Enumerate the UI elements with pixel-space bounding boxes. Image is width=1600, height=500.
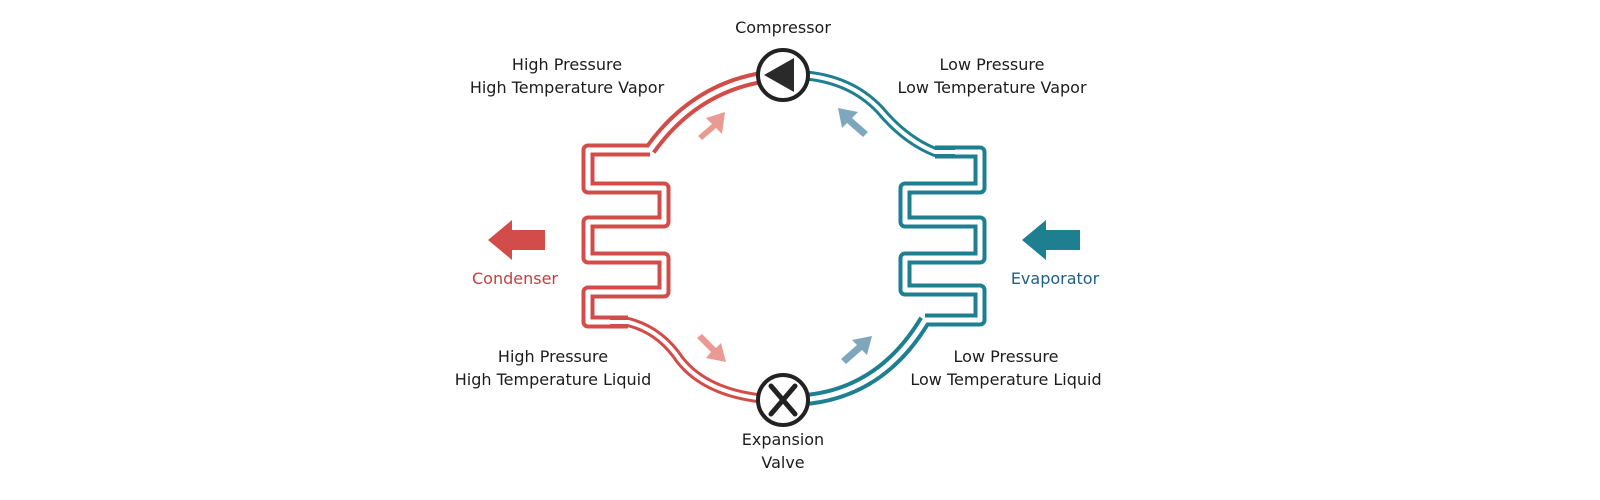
cold-liquid-line bbox=[799, 316, 931, 407]
condenser-side-piping bbox=[581, 68, 784, 405]
heat-in-arrow-icon bbox=[1022, 220, 1080, 260]
compressor-label: Compressor bbox=[735, 18, 831, 37]
expansion-valve-label-line2: Valve bbox=[761, 453, 804, 472]
top-right-state-line1: Low Pressure bbox=[940, 55, 1045, 74]
evaporator-label: Evaporator bbox=[1011, 269, 1100, 288]
bottom-left-state-line2: High Temperature Liquid bbox=[455, 370, 652, 389]
bottom-left-state-line1: High Pressure bbox=[498, 347, 608, 366]
flow-arrow-top-left bbox=[698, 112, 725, 140]
evaporator-coil bbox=[898, 145, 987, 327]
flow-arrow-bottom-left bbox=[697, 334, 726, 362]
expansion-valve-label-line1: Expansion bbox=[742, 430, 824, 449]
condenser-coil bbox=[581, 143, 671, 329]
flow-arrow-bottom-right bbox=[841, 336, 872, 364]
evaporator-side-piping bbox=[799, 70, 987, 407]
expansion-valve-x-icon bbox=[756, 373, 810, 427]
top-left-state-line2: High Temperature Vapor bbox=[470, 78, 665, 97]
condenser-label: Condenser bbox=[472, 269, 558, 288]
bottom-right-state-line2: Low Temperature Liquid bbox=[910, 370, 1101, 389]
bottom-right-state-line1: Low Pressure bbox=[954, 347, 1059, 366]
top-left-state-line1: High Pressure bbox=[512, 55, 622, 74]
top-right-state-line2: Low Temperature Vapor bbox=[897, 78, 1086, 97]
flow-arrow-top-right bbox=[838, 108, 868, 137]
heat-out-arrow-icon bbox=[488, 220, 545, 260]
compressor-triangle-icon bbox=[756, 48, 810, 102]
